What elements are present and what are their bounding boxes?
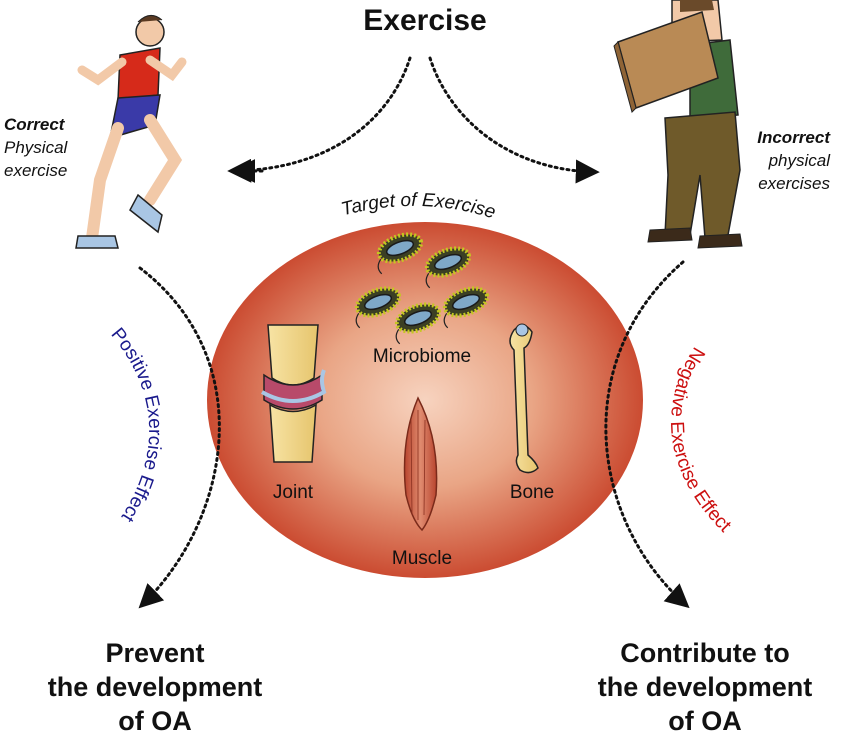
- outcome-prevent-line-1: Prevent: [105, 638, 205, 668]
- muscle-icon: [403, 396, 438, 532]
- bone-icon: [509, 323, 539, 474]
- box-carrier-figure: [613, 0, 743, 249]
- microbiome-icon: [354, 232, 490, 345]
- microbiome-label: Microbiome: [373, 346, 471, 367]
- arrow-negative: [604, 260, 690, 609]
- incorrect-exercise-label: Incorrect physical exercises: [690, 126, 830, 195]
- arrow-to-correct: [227, 56, 412, 183]
- outcome-contribute-line-3: of OA: [668, 706, 742, 736]
- correct-line-3: exercise: [4, 161, 68, 180]
- correct-exercise-label: Correct Physical exercise: [4, 113, 124, 182]
- incorrect-emphasis: Incorrect: [757, 128, 830, 147]
- negative-effect-label: Negative Exercise Effect: [666, 343, 736, 536]
- outcome-contribute-line-2: the development: [597, 672, 813, 702]
- joint-icon: [260, 324, 327, 463]
- diagram-title: Exercise: [363, 4, 487, 37]
- outcome-prevent: Prevent the development of OA: [0, 636, 310, 738]
- arrow-to-incorrect: [428, 56, 600, 184]
- outcome-prevent-line-3: of OA: [118, 706, 192, 736]
- joint-label: Joint: [273, 482, 314, 503]
- target-ellipse: [207, 222, 643, 578]
- outcome-prevent-line-2: the development: [47, 672, 263, 702]
- runner-figure: [75, 15, 187, 249]
- muscle-label: Muscle: [392, 548, 452, 569]
- incorrect-line-2: physical: [768, 151, 830, 170]
- correct-line-2: Physical: [4, 138, 68, 157]
- bone-label: Bone: [510, 482, 554, 503]
- arrow-positive: [138, 266, 221, 609]
- incorrect-line-3: exercises: [758, 174, 830, 193]
- outcome-contribute-line-1: Contribute to: [620, 638, 790, 668]
- correct-emphasis: Correct: [4, 115, 65, 134]
- positive-effect-label: Positive Exercise Effect: [107, 324, 166, 526]
- target-of-exercise-label: Target of Exercise: [339, 190, 498, 223]
- outcome-contribute: Contribute to the development of OA: [560, 636, 850, 738]
